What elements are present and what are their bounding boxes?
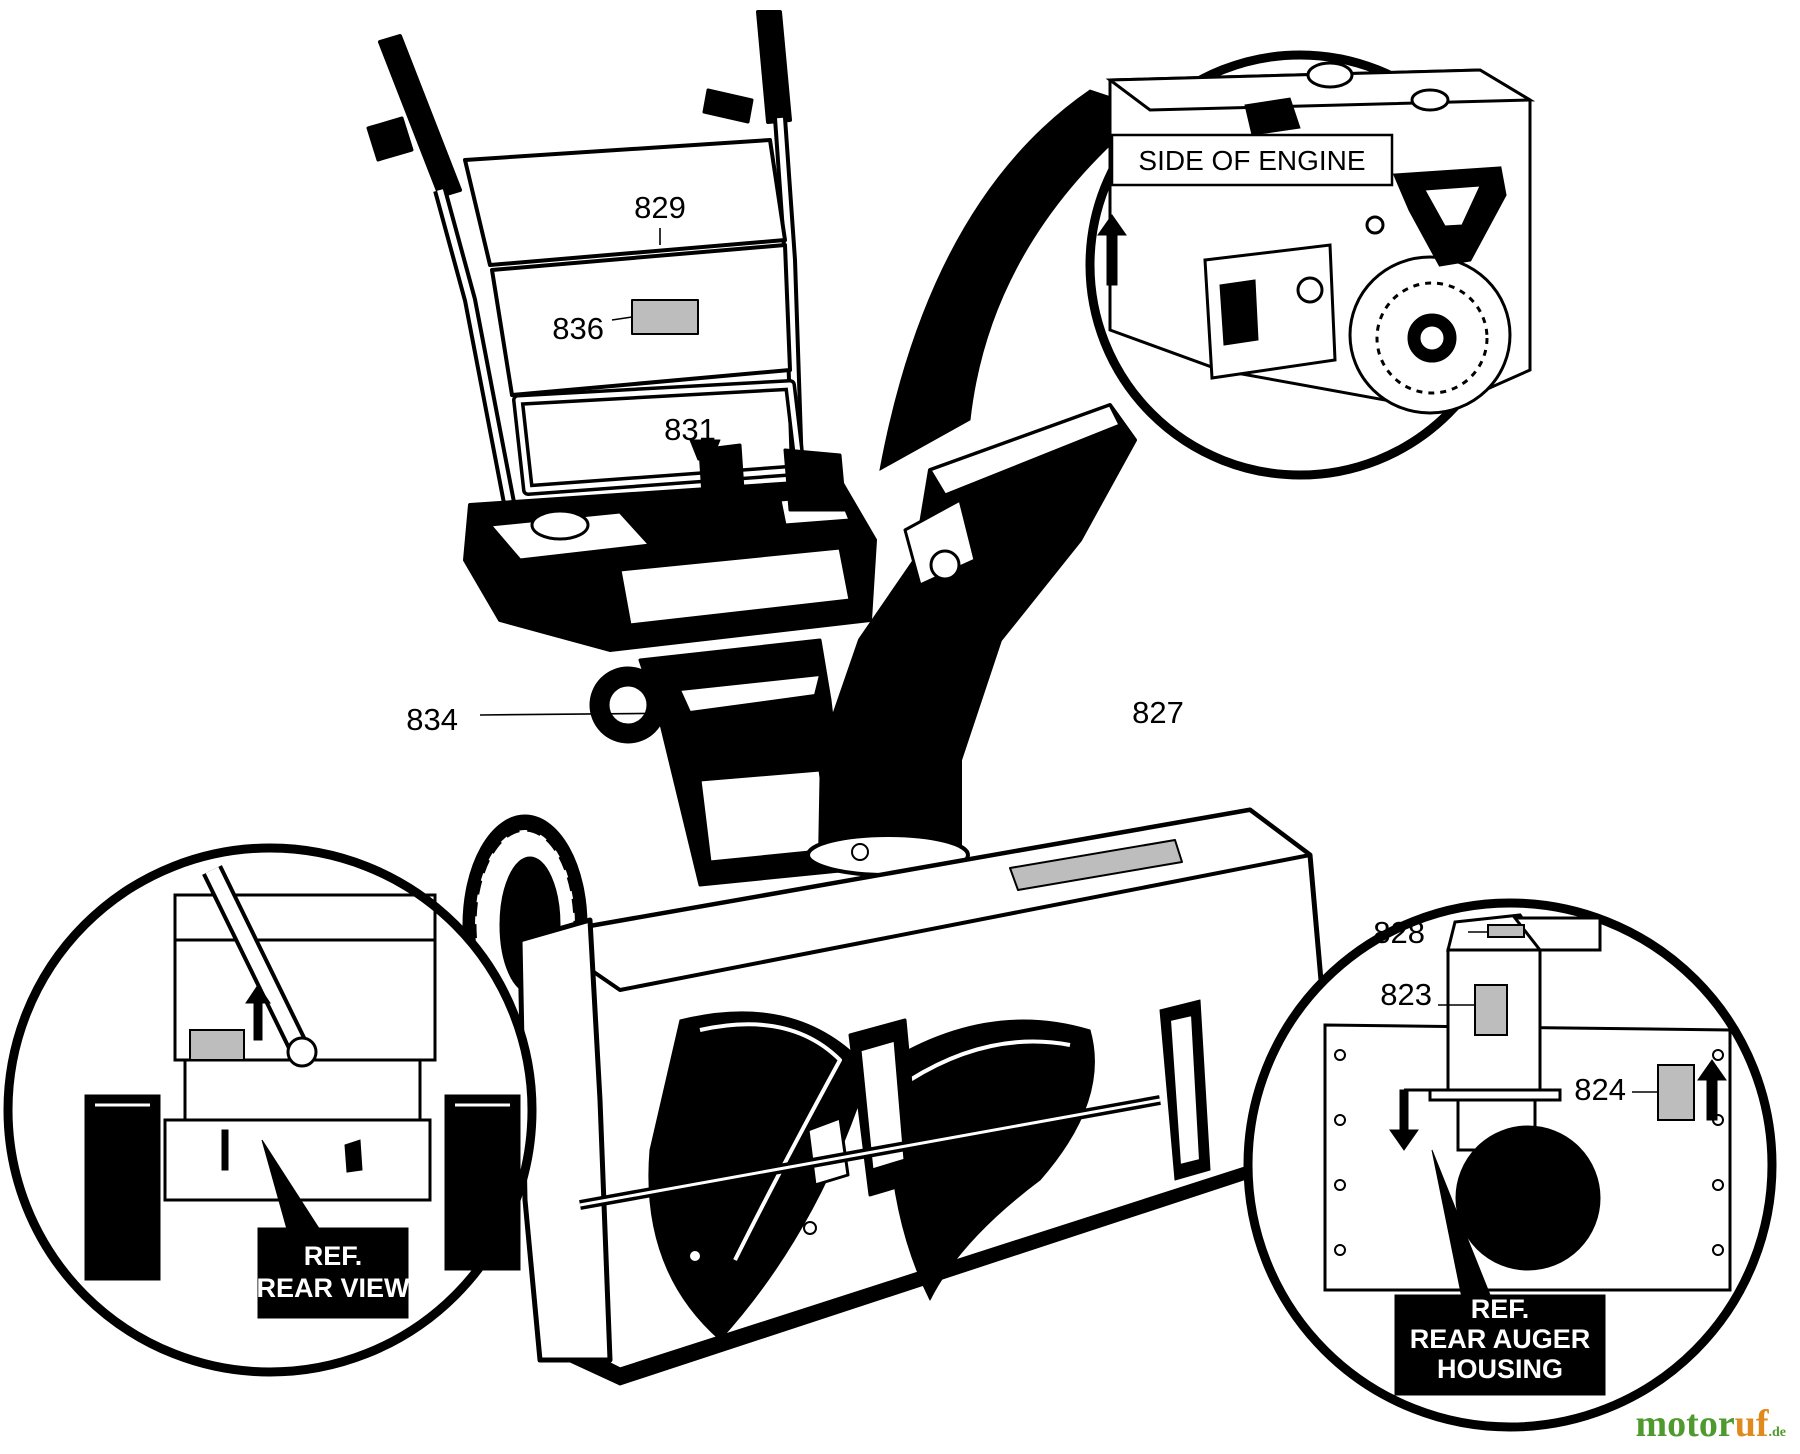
rear-view-label: REAR VIEW <box>256 1273 410 1303</box>
label-823: 823 <box>1380 977 1432 1012</box>
inset-side-of-engine <box>879 50 1536 480</box>
rear-view-ref-label: REF. <box>304 1241 363 1271</box>
decal-828 <box>1487 924 1525 938</box>
label-827: 827 <box>1132 695 1184 730</box>
inset-rear-auger-housing <box>1243 898 1777 1432</box>
auger-ref-label: REF. <box>1471 1294 1530 1324</box>
decal-827 <box>1009 839 1183 891</box>
watermark-logo: motoruf.de <box>1635 1403 1786 1445</box>
inset-rear-view <box>3 843 537 1377</box>
auger-housing <box>517 807 1338 1386</box>
leader-836 <box>611 316 633 321</box>
label-829: 829 <box>634 190 686 225</box>
decal-823 <box>1474 984 1508 1036</box>
decal-824 <box>1657 1064 1695 1121</box>
leader-834 <box>479 712 691 716</box>
label-831: 831 <box>664 412 716 447</box>
label-836: 836 <box>552 311 604 346</box>
auger-rear-label: REAR AUGER <box>1410 1324 1591 1354</box>
side-of-engine-label: SIDE OF ENGINE <box>1138 145 1365 176</box>
label-834: 834 <box>406 702 458 737</box>
discharge-chute <box>806 403 1137 877</box>
label-828: 828 <box>1373 915 1425 950</box>
leader-lines <box>479 228 1658 1093</box>
decal-836 <box>631 299 699 335</box>
label-824: 824 <box>1574 1072 1626 1107</box>
auger-housing-label: HOUSING <box>1437 1354 1563 1384</box>
